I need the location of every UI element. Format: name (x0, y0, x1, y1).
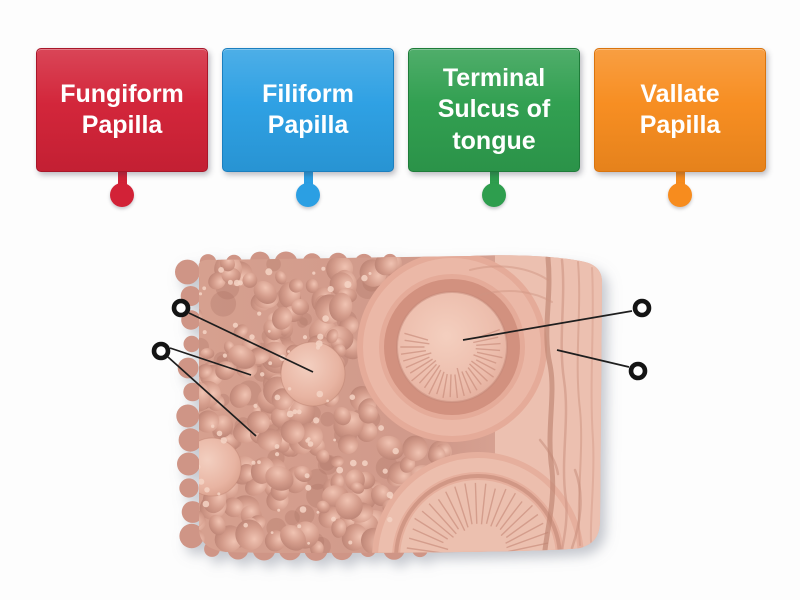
label-pin-dot[interactable] (296, 183, 320, 207)
label-tile-filiform-papilla: Filiform Papilla (222, 48, 394, 218)
label-pin-dot[interactable] (668, 183, 692, 207)
label-pin-stem (303, 170, 313, 190)
label-tile-vallate-papilla: Vallate Papilla (594, 48, 766, 218)
pointer-line-4 (462, 310, 633, 341)
label-tile-terminal-sulcus: Terminal Sulcus of tongue (408, 48, 580, 218)
pointer-line-3 (167, 356, 257, 437)
label-tiles-row: Fungiform Papilla Filiform Papilla Termi… (36, 48, 766, 218)
vallate-papilla-partial (372, 452, 584, 553)
label-text: Filiform Papilla (262, 79, 354, 140)
label-pin-dot[interactable] (110, 183, 134, 207)
answer-pin-1[interactable] (171, 298, 191, 318)
answer-pins-layer (151, 298, 652, 437)
label-pin-stem (675, 170, 685, 190)
vallate-papilla (357, 255, 547, 442)
draggable-label-terminal-sulcus[interactable]: Terminal Sulcus of tongue (408, 48, 580, 172)
pointer-line-5 (556, 349, 630, 368)
draggable-label-filiform[interactable]: Filiform Papilla (222, 48, 394, 172)
label-text: Vallate Papilla (639, 79, 721, 140)
label-pin-stem (117, 170, 127, 190)
draggable-label-vallate[interactable]: Vallate Papilla (594, 48, 766, 172)
fungiform-papilla-bump-2 (198, 437, 242, 497)
fungiform-papilla-bump (280, 341, 346, 407)
draggable-label-fungiform[interactable]: Fungiform Papilla (36, 48, 208, 172)
label-pin-stem (489, 170, 499, 190)
papilla-striations (400, 328, 503, 399)
pointer-line-1 (188, 312, 314, 373)
answer-pin-3[interactable] (632, 298, 652, 318)
answer-pin-2[interactable] (151, 341, 171, 361)
label-pin-dot[interactable] (482, 183, 506, 207)
label-tile-fungiform-papilla: Fungiform Papilla (36, 48, 208, 218)
answer-pin-4[interactable] (628, 361, 648, 381)
terminal-sulcus-folds (469, 255, 595, 553)
label-text: Fungiform Papilla (60, 79, 184, 140)
terminal-sulcus-groove (542, 255, 556, 553)
label-text: Terminal Sulcus of tongue (437, 63, 551, 155)
papillae-highlights (198, 266, 399, 546)
pointer-line-2 (169, 347, 252, 376)
